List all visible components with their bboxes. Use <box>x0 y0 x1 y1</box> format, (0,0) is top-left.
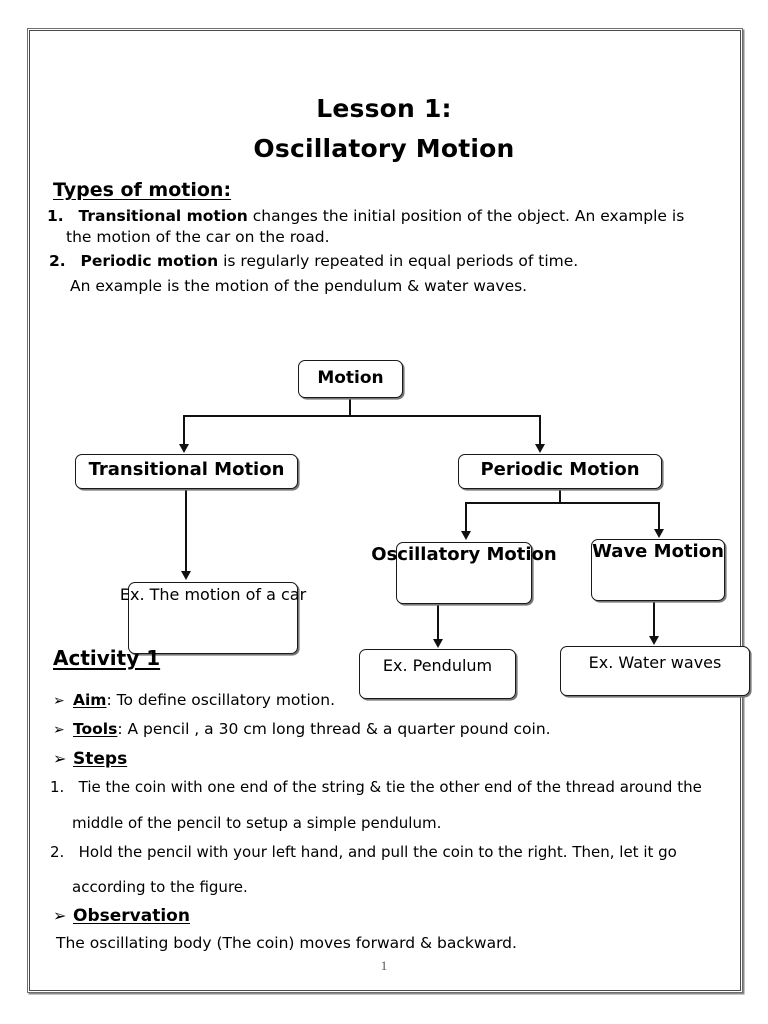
flow-node-motion-label: Motion <box>317 368 384 388</box>
page-content: Lesson 1: Oscillatory Motion Types of mo… <box>28 29 750 990</box>
flow-node-periodic-motion[interactable]: Periodic Motion <box>458 454 662 489</box>
connector-transitional-to-ex-car <box>185 489 187 571</box>
activity-aim-row: ➢ Aim: To define oscillatory motion. <box>53 691 335 709</box>
connector-to-periodic <box>539 415 541 445</box>
intro-item-1-term: Transitional motion <box>78 207 248 225</box>
activity-tools-label: Tools <box>73 720 118 738</box>
connector-wave-to-ex-water <box>653 601 655 637</box>
activity-tools-row: ➢ Tools: A pencil , a 30 cm long thread &… <box>53 720 551 738</box>
activity-heading: Activity 1 <box>53 646 161 670</box>
arrow-to-ex-pendulum-icon <box>433 639 443 648</box>
page-inner-border <box>29 30 741 991</box>
activity-aim-text: : To define oscillatory motion. <box>106 691 336 709</box>
activity-tools-text: : A pencil , a 30 cm long thread & a qua… <box>117 720 551 738</box>
bullet-arrow-icon: ➢ <box>53 722 65 738</box>
step-2-line-1: 2. Hold the pencil with your left hand, … <box>50 843 677 861</box>
motion-classification-flowchart: Motion Transitional Motion Periodic Moti… <box>28 325 750 699</box>
types-of-motion-heading: Types of motion: <box>53 179 232 201</box>
intro-item-1-number: 1. <box>47 207 64 225</box>
activity-observation-text: The oscillating body (The coin) moves fo… <box>56 934 517 952</box>
step-1-line-2: middle of the pencil to setup a simple p… <box>72 814 442 832</box>
arrow-to-ex-water-icon <box>649 636 659 645</box>
connector-to-oscillatory <box>465 502 467 532</box>
arrow-to-transitional-icon <box>179 444 189 453</box>
flow-node-transitional-motion[interactable]: Transitional Motion <box>75 454 298 489</box>
flow-node-example-water-waves[interactable]: Ex. Water waves <box>560 646 750 696</box>
connector-periodic-stem <box>559 489 561 502</box>
flow-node-oscillatory-motion-label: Oscillatory Motion <box>371 544 557 565</box>
arrow-to-wave-icon <box>654 529 664 538</box>
flow-node-wave-motion-label: Wave Motion <box>592 541 724 562</box>
intro-item-2-line-2: An example is the motion of the pendulum… <box>70 277 528 295</box>
connector-to-wave <box>658 502 660 530</box>
intro-item-1-text: changes the initial position of the obje… <box>247 207 685 225</box>
step-2-line-2: according to the figure. <box>72 878 248 896</box>
activity-observation-label: Observation <box>73 906 190 926</box>
step-1-line-1: 1. Tie the coin with one end of the stri… <box>50 778 702 796</box>
lesson-title-line-2: Oscillatory Motion <box>253 134 515 163</box>
connector-periodic-bus <box>465 502 660 504</box>
activity-steps-label: Steps <box>73 749 128 769</box>
intro-item-1-line-1: 1. Transitional motion changes the initi… <box>47 206 684 227</box>
connector-motion-stem <box>349 398 351 416</box>
intro-item-2-number: 2. <box>49 252 66 270</box>
flow-node-oscillatory-motion[interactable]: Oscillatory Motion <box>371 542 557 604</box>
flow-node-example-pendulum[interactable]: Ex. Pendulum <box>359 649 516 699</box>
lesson-title-line-1: Lesson 1: <box>316 94 452 123</box>
connector-oscillatory-to-ex-pendulum <box>437 604 439 640</box>
flow-node-wave-motion[interactable]: Wave Motion <box>591 539 725 601</box>
flow-node-example-car-label: Ex. The motion of a car <box>119 585 307 604</box>
flow-node-periodic-motion-label: Periodic Motion <box>480 459 640 480</box>
intro-item-1-line-2: the motion of the car on the road. <box>66 228 330 246</box>
intro-item-2-line-1: 2. Periodic motion is regularly repeated… <box>49 251 578 272</box>
step-2-text-1: Hold the pencil with your left hand, and… <box>78 843 677 861</box>
flow-node-transitional-motion-label: Transitional Motion <box>88 459 285 480</box>
connector-to-transitional <box>183 415 185 445</box>
flow-node-example-car[interactable]: Ex. The motion of a car <box>120 582 306 654</box>
arrow-to-periodic-icon <box>535 444 545 453</box>
activity-steps-row: ➢ Steps <box>53 749 127 769</box>
activity-observation-row: ➢ Observation <box>53 906 190 926</box>
step-2-number: 2. <box>50 843 65 861</box>
step-1-number: 1. <box>50 778 65 796</box>
step-1-text-1: Tie the coin with one end of the string … <box>78 778 702 796</box>
flow-node-motion[interactable]: Motion <box>298 360 403 398</box>
bullet-arrow-icon: ➢ <box>53 749 67 768</box>
arrow-to-ex-car-icon <box>181 571 191 580</box>
document-page: Lesson 1: Oscillatory Motion Types of mo… <box>27 28 750 993</box>
activity-aim-label: Aim <box>73 691 107 709</box>
bullet-arrow-icon: ➢ <box>53 906 67 925</box>
connector-motion-bus <box>183 415 541 417</box>
intro-item-2-text: is regularly repeated in equal periods o… <box>218 252 579 270</box>
flow-node-example-water-waves-label: Ex. Water waves <box>588 653 722 672</box>
bullet-arrow-icon: ➢ <box>53 693 65 709</box>
flow-node-example-pendulum-label: Ex. Pendulum <box>382 656 493 675</box>
page-number: 1 <box>380 958 388 973</box>
arrow-to-oscillatory-icon <box>461 531 471 540</box>
intro-item-2-term: Periodic motion <box>80 252 219 270</box>
